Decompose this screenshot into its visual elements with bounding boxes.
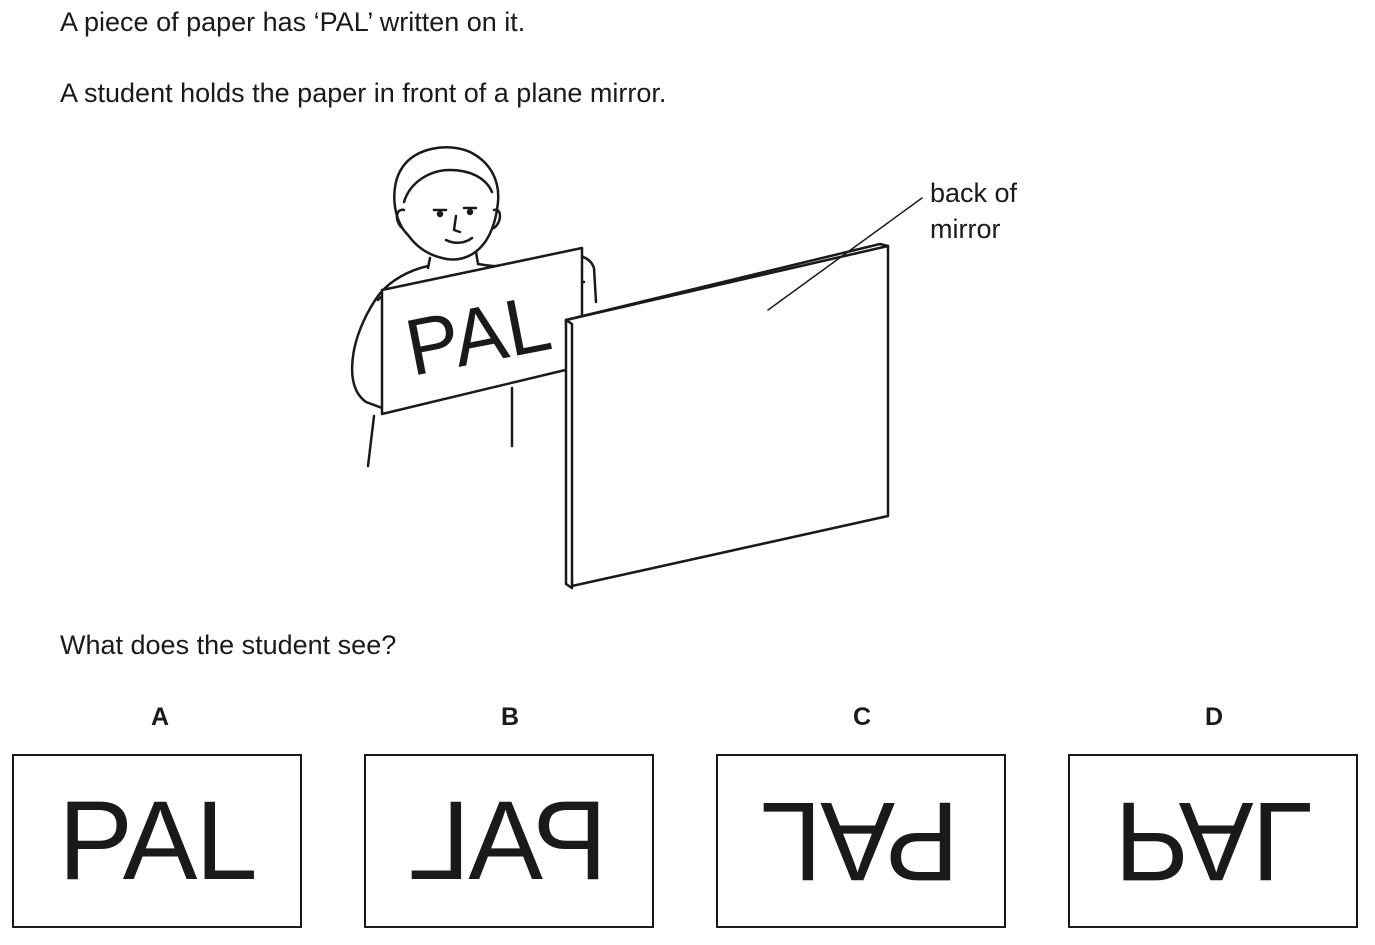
option-b-letter: B (500, 703, 520, 731)
option-a-letter: A (150, 703, 170, 731)
mirror-label-leader (767, 197, 923, 311)
option-a-text: PAL (58, 778, 257, 903)
question-text-line-2: A student holds the paper in front of a … (60, 78, 667, 108)
option-c-box[interactable]: PAL (716, 754, 1006, 928)
mirror-edge (564, 318, 574, 590)
option-b-text: PAL (410, 778, 608, 903)
option-a-box[interactable]: PAL (12, 754, 302, 928)
student-mirror-illustration: PAL (330, 140, 1090, 600)
option-c-letter: C (852, 703, 872, 731)
mirror-back-face (564, 244, 890, 588)
option-d-letter: D (1204, 703, 1224, 731)
option-d-box[interactable]: PAL (1068, 754, 1358, 928)
option-b-box[interactable]: PAL (364, 754, 654, 928)
question-text-line-3: What does the student see? (60, 630, 397, 660)
mirror-label-line-1: back of (930, 178, 1018, 208)
student-head (393, 146, 500, 261)
mirror-label: back of mirror (930, 175, 1017, 247)
mirror-label-line-2: mirror (930, 214, 1001, 244)
option-c-text: PAL (762, 779, 960, 904)
option-d-text: PAL (1114, 779, 1312, 904)
question-text-line-1: A piece of paper has ‘PAL’ written on it… (60, 7, 526, 37)
